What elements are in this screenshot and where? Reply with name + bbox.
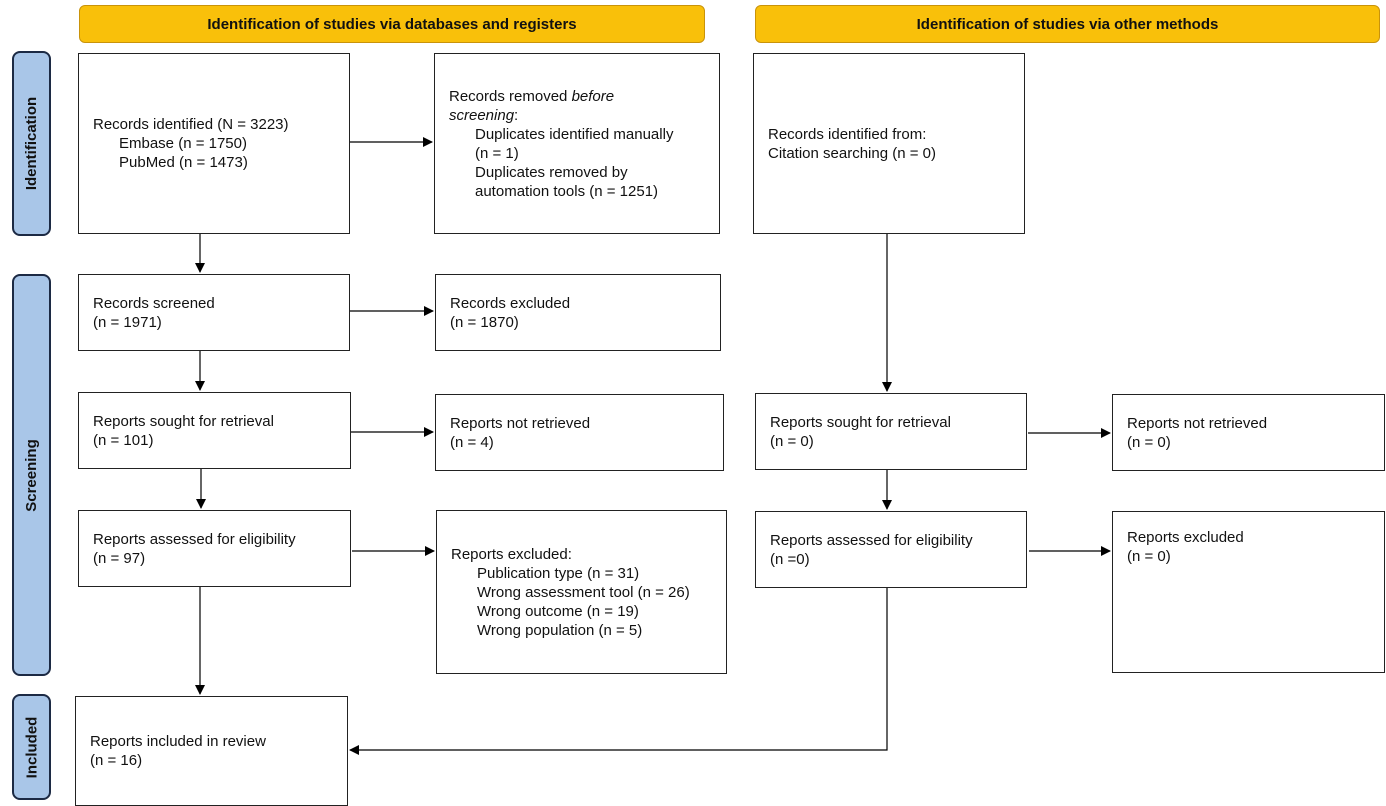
reports-assessed-count: (n = 97) [93, 549, 146, 567]
removed-item: (n = 1) [475, 144, 519, 162]
records-excluded-box: Records excluded (n = 1870) [435, 274, 721, 351]
records-removed-box: Records removed before screening: Duplic… [434, 53, 720, 234]
reports-not-retrieved-box: Reports not retrieved (n = 4) [435, 394, 724, 471]
reports-included-count: (n = 16) [90, 752, 143, 769]
exclusion-reason: Wrong population (n = 5) [477, 621, 643, 639]
records-screened-count: (n = 1971) [93, 313, 162, 331]
other-records-identified-detail: Citation searching (n = 0) [768, 144, 937, 162]
reports-excluded-title: Reports excluded: [451, 545, 572, 563]
reports-sought-title: Reports sought for retrieval [93, 412, 274, 430]
records-removed-line1: Records removed before [449, 87, 615, 105]
other-reports-sought-title: Reports sought for retrieval [770, 413, 951, 431]
other-reports-excluded-count: (n = 0) [1127, 548, 1171, 565]
source-pubmed: PubMed (n = 1473) [119, 154, 248, 171]
records-screened-title: Records screened [93, 294, 215, 312]
exclusion-reason: Publication type (n = 31) [477, 564, 640, 582]
exclusion-reason: Wrong outcome (n = 19) [477, 602, 639, 620]
phase-included: Included [12, 694, 51, 800]
records-excluded-count: (n = 1870) [450, 313, 519, 331]
other-reports-excluded-title: Reports excluded [1127, 529, 1244, 546]
removed-item: Duplicates identified manually [475, 125, 674, 143]
reports-not-retrieved-title: Reports not retrieved [450, 414, 591, 432]
other-reports-not-retrieved-box: Reports not retrieved (n = 0) [1112, 394, 1385, 471]
phase-identification: Identification [12, 51, 51, 236]
records-removed-line2: screening: [449, 106, 519, 124]
other-reports-sought-count: (n = 0) [770, 432, 814, 450]
exclusion-reason: Wrong assessment tool (n = 26) [477, 583, 690, 601]
header-databases-label: Identification of studies via databases … [207, 15, 577, 33]
records-identified-box: Records identified (N = 3223) Embase (n … [78, 53, 350, 234]
other-reports-assessed-title: Reports assessed for eligibility [770, 531, 973, 549]
records-identified-title: Records identified (N = 3223) [93, 116, 289, 133]
reports-excluded-box: Reports excluded: Publication type (n = … [436, 510, 727, 674]
removed-item: Duplicates removed by [475, 163, 628, 181]
removed-item: automation tools (n = 1251) [475, 182, 659, 200]
other-reports-assessed-box: Reports assessed for eligibility (n =0) [755, 511, 1027, 588]
reports-included-box: Reports included in review (n = 16) [75, 696, 348, 806]
reports-sought-box: Reports sought for retrieval (n = 101) [78, 392, 351, 469]
arrow-other-to-included [349, 588, 888, 755]
reports-sought-count: (n = 101) [93, 431, 154, 449]
header-other-label: Identification of studies via other meth… [916, 15, 1219, 33]
other-records-identified-box: Records identified from: Citation search… [753, 53, 1025, 234]
header-databases: Identification of studies via databases … [79, 5, 705, 43]
header-other-methods: Identification of studies via other meth… [755, 5, 1380, 43]
other-reports-not-retrieved-title: Reports not retrieved [1127, 414, 1268, 432]
other-records-identified-title: Records identified from: [768, 125, 927, 143]
phase-screening: Screening [12, 274, 51, 676]
reports-not-retrieved-count: (n = 4) [450, 433, 494, 451]
other-reports-not-retrieved-count: (n = 0) [1127, 433, 1171, 451]
other-reports-sought-box: Reports sought for retrieval (n = 0) [755, 393, 1027, 470]
reports-included-title: Reports included in review [90, 733, 266, 750]
records-excluded-title: Records excluded [450, 294, 571, 312]
reports-assessed-box: Reports assessed for eligibility (n = 97… [78, 510, 351, 587]
other-reports-excluded-box: Reports excluded (n = 0) [1112, 511, 1385, 673]
source-embase: Embase (n = 1750) [119, 135, 247, 152]
reports-assessed-title: Reports assessed for eligibility [93, 530, 296, 548]
records-screened-box: Records screened (n = 1971) [78, 274, 350, 351]
other-reports-assessed-count: (n =0) [770, 550, 810, 568]
